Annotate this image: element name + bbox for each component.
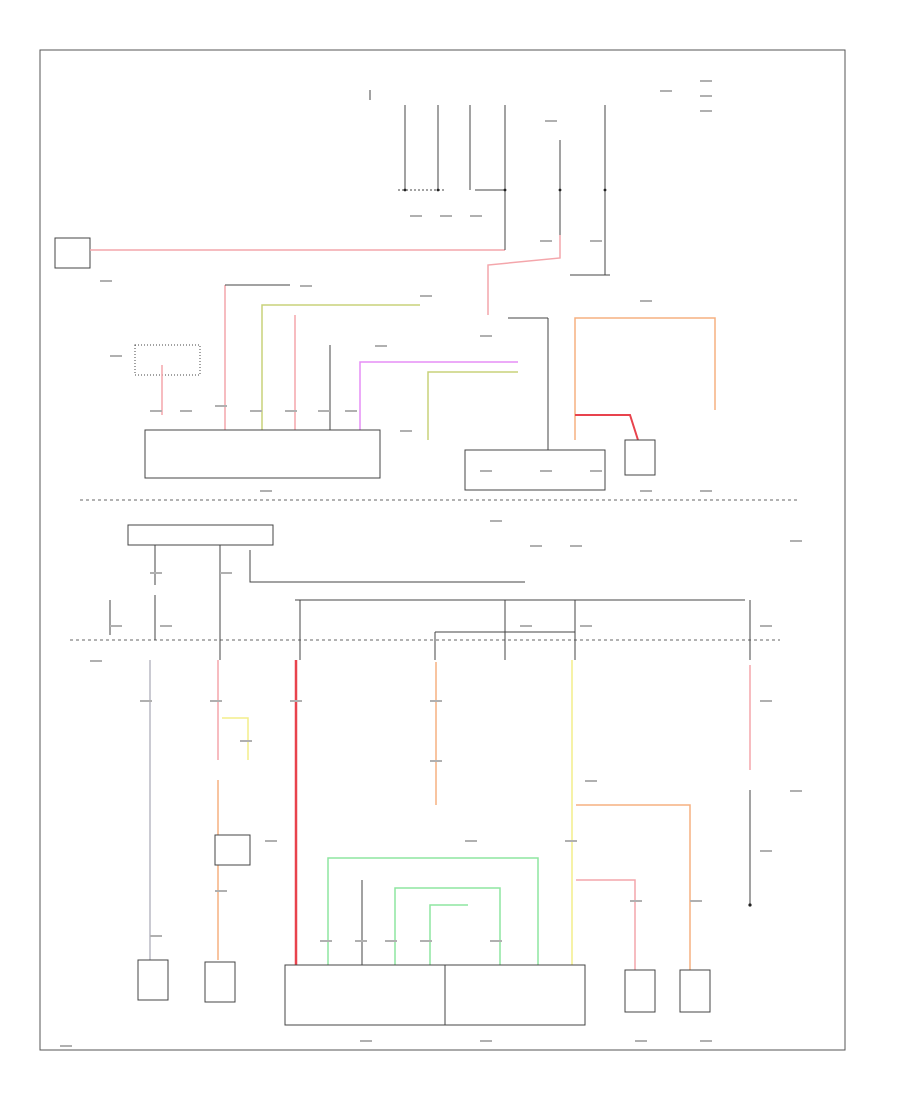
lower-connector-rail	[144, 429, 381, 479]
label-speck	[345, 410, 357, 412]
wire-green-3	[429, 904, 468, 965]
label-speck	[110, 355, 122, 357]
label-speck	[490, 940, 502, 942]
label-speck	[640, 490, 652, 492]
wire-orange-top	[574, 317, 716, 440]
label-speck	[215, 890, 227, 892]
label-speck	[490, 520, 502, 522]
label-speck	[290, 700, 302, 702]
lower-left-bar	[127, 524, 274, 546]
label-speck	[540, 470, 552, 472]
label-speck	[790, 540, 802, 542]
label-speck	[320, 940, 332, 942]
label-speck	[220, 572, 232, 574]
label-speck	[465, 840, 477, 842]
label-speck	[590, 470, 602, 472]
relay-box	[214, 834, 251, 866]
wire-olive-left	[261, 304, 420, 430]
label-speck	[265, 840, 277, 842]
label-speck	[440, 215, 452, 217]
label-speck	[690, 900, 702, 902]
label-speck	[570, 545, 582, 547]
label-speck	[420, 940, 432, 942]
wire-olive-mid	[427, 371, 518, 440]
label-speck	[700, 110, 712, 112]
label-speck	[530, 545, 542, 547]
label-speck	[100, 280, 112, 282]
wire-violet	[359, 361, 518, 430]
label-speck	[760, 625, 772, 627]
label-speck	[110, 625, 122, 627]
label-speck	[590, 240, 602, 242]
label-speck	[545, 120, 557, 122]
label-speck	[355, 940, 367, 942]
right-module-a	[624, 969, 656, 1013]
bottom-connector-rail	[284, 964, 586, 1026]
label-speck	[565, 840, 577, 842]
wire-green-2	[394, 887, 501, 965]
label-speck	[700, 490, 712, 492]
label-speck	[635, 1040, 647, 1042]
label-speck	[790, 790, 802, 792]
label-speck	[640, 300, 652, 302]
right-module-b	[679, 969, 711, 1013]
wire-pink-junction	[487, 235, 561, 315]
top-fuse-group	[369, 90, 607, 235]
label-speck	[580, 625, 592, 627]
label-speck	[210, 700, 222, 702]
label-speck	[250, 410, 262, 412]
wire-red-orange	[575, 414, 639, 441]
label-speck	[630, 900, 642, 902]
label-speck	[410, 215, 422, 217]
label-speck	[90, 660, 102, 662]
label-speck	[430, 760, 442, 762]
lower-left-component	[137, 959, 169, 1001]
label-speck	[318, 410, 330, 412]
label-speck	[360, 1040, 372, 1042]
wire-pink-right	[576, 879, 636, 970]
label-speck	[150, 572, 162, 574]
label-speck	[480, 470, 492, 472]
label-speck	[540, 240, 552, 242]
label-speck	[520, 625, 532, 627]
label-speck	[480, 1040, 492, 1042]
diagram-frame	[39, 49, 846, 1051]
left-control-module	[54, 237, 91, 269]
label-speck	[760, 700, 772, 702]
label-speck	[140, 700, 152, 702]
label-speck	[260, 490, 272, 492]
label-speck	[760, 850, 772, 852]
label-speck	[480, 335, 492, 337]
label-specks	[60, 80, 802, 1047]
label-speck	[700, 1040, 712, 1042]
label-speck	[470, 215, 482, 217]
label-speck	[375, 345, 387, 347]
label-speck	[700, 80, 712, 82]
label-speck	[150, 410, 162, 412]
left-harness-box	[134, 344, 201, 376]
label-speck	[150, 935, 162, 937]
label-speck	[660, 90, 672, 92]
label-speck	[180, 410, 192, 412]
label-speck	[420, 295, 432, 297]
label-speck	[160, 625, 172, 627]
label-speck	[60, 1045, 72, 1047]
right-upper-module	[624, 439, 656, 476]
label-speck	[700, 95, 712, 97]
wire-green-1	[327, 857, 539, 965]
label-speck	[400, 430, 412, 432]
label-speck	[300, 285, 312, 287]
lower-left-module	[204, 961, 236, 1003]
wire-orange-right	[576, 804, 691, 970]
label-speck	[215, 405, 227, 407]
label-speck	[585, 780, 597, 782]
label-speck	[385, 940, 397, 942]
label-speck	[285, 410, 297, 412]
wire-yellow-short	[222, 717, 249, 760]
label-speck	[240, 740, 252, 742]
label-speck	[430, 700, 442, 702]
